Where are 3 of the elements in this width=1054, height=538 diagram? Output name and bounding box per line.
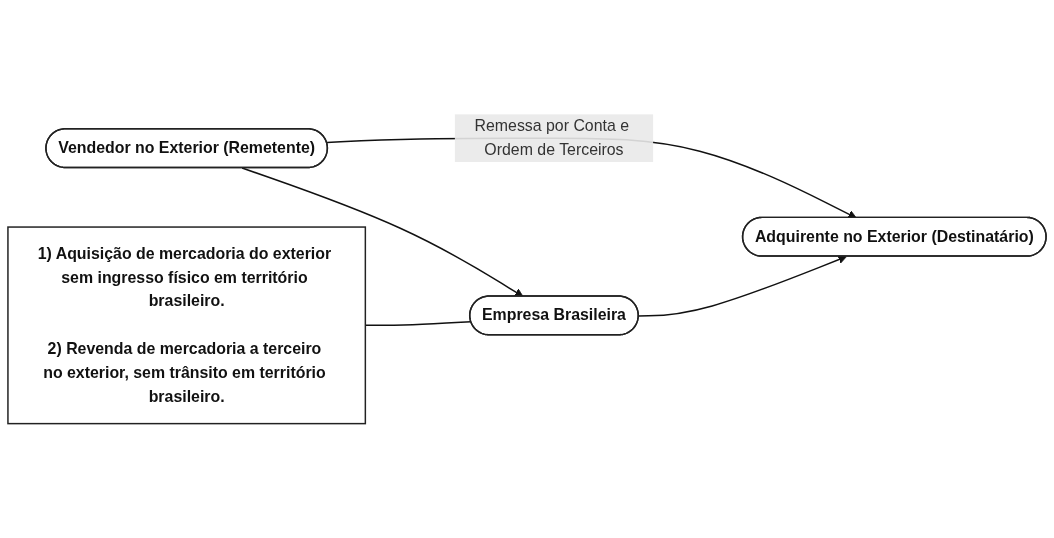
edge-label: Remessa por Conta e Ordem de Terceiros bbox=[474, 117, 630, 159]
node-box: 1) Aquisição de mercadoria do exterior sem ingresso físico em território brasileiro. 2) Revenda de mercadoria a terceiro no exterior, sem trânsito em território brasileiro. bbox=[7, 226, 367, 425]
arrow bbox=[241, 167, 524, 297]
